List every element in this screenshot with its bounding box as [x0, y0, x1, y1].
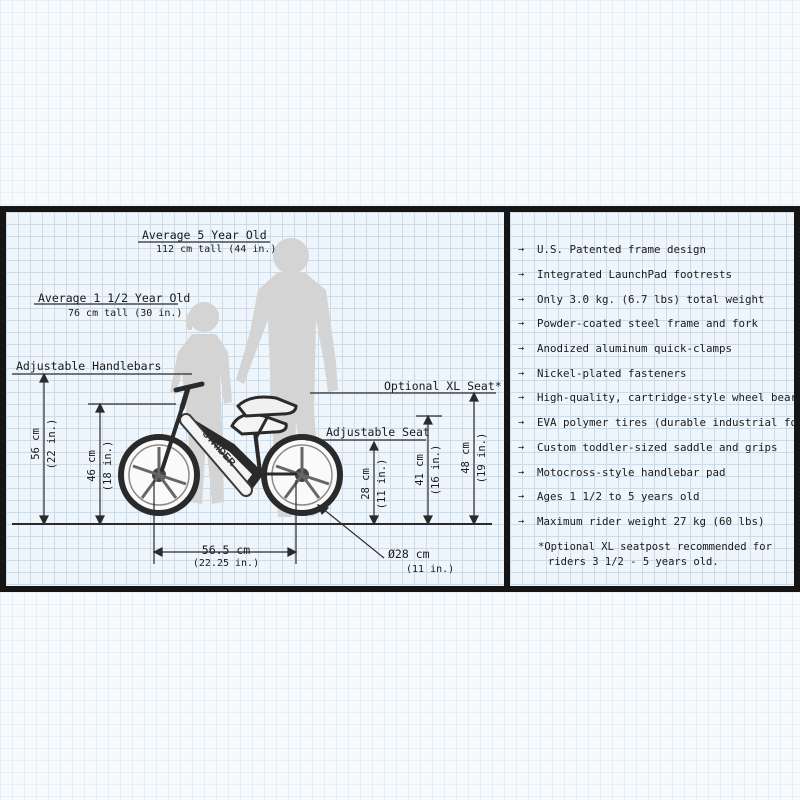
wheelbase-in: (22.25 in.)	[192, 558, 260, 569]
features-panel: →U.S. Patented frame design →Integrated …	[510, 212, 800, 586]
arrow-right-icon: →	[518, 269, 525, 281]
feature-list: →U.S. Patented frame design →Integrated …	[518, 238, 800, 534]
feature-item: →Motocross-style handlebar pad	[518, 465, 726, 479]
arrow-right-icon: →	[518, 318, 525, 330]
dim-46-in: (18 in.)	[102, 440, 114, 492]
adjustable-seat-label: Adjustable Seat	[326, 425, 430, 439]
avg5-title: Average 5 Year Old	[142, 228, 267, 242]
dim-28-in: (11 in.)	[376, 458, 388, 510]
balance-bike: STRIDER	[118, 381, 343, 516]
dim-56-cm: 56 cm	[30, 428, 42, 460]
dim-41-in: (16 in.)	[430, 444, 442, 496]
feature-item: →Powder-coated steel frame and fork	[518, 317, 759, 331]
dimension-lines	[12, 241, 496, 564]
arrow-right-icon: →	[518, 343, 525, 355]
footnote-line-1: *Optional XL seatpost recommended for	[538, 541, 772, 553]
dim-48-cm: 48 cm	[460, 442, 472, 474]
dimension-diagram-panel: STRIDER	[6, 212, 504, 586]
handlebars-label: Adjustable Handlebars	[16, 359, 162, 373]
arrow-right-icon: →	[518, 244, 525, 256]
dim-46-cm: 46 cm	[86, 450, 98, 482]
arrow-right-icon: →	[518, 441, 525, 453]
dim-48-in: (19 in.)	[476, 432, 488, 484]
arrow-right-icon: →	[518, 515, 525, 527]
feature-item: →EVA polymer tires (durable industrial f…	[518, 416, 800, 430]
feature-item: →Only 3.0 kg. (6.7 lbs) total weight	[518, 292, 765, 306]
toddler-head	[189, 302, 219, 332]
arrow-right-icon: →	[518, 466, 525, 478]
bike-diagram: STRIDER	[12, 238, 496, 564]
arrow-right-icon: →	[518, 392, 525, 404]
feature-item: →Custom toddler-sized saddle and grips	[518, 440, 778, 454]
rear-wheel	[118, 434, 200, 516]
panel-divider	[504, 212, 510, 586]
grid-background-bottom	[0, 592, 800, 800]
avg5-height: 112 cm tall (44 in.)	[156, 244, 277, 255]
arrow-right-icon: →	[518, 417, 525, 429]
avg15-height: 76 cm tall (30 in.)	[68, 308, 183, 319]
arrow-right-icon: →	[518, 491, 525, 503]
wheel-diameter-in: (11 in.)	[406, 564, 455, 575]
feature-item: →Anodized aluminum quick-clamps	[518, 342, 733, 356]
footnote-line-2: riders 3 1/2 - 5 years old.	[548, 556, 719, 568]
feature-item: →Nickel-plated fasteners	[518, 366, 687, 380]
xl-seat-label: Optional XL Seat*	[384, 379, 502, 393]
bike-frame	[160, 381, 298, 497]
dim-56-in: (22 in.)	[46, 418, 58, 470]
feature-item: →U.S. Patented frame design	[518, 243, 707, 257]
seat	[230, 412, 288, 436]
grid-background-top	[0, 0, 800, 206]
xl-seat	[235, 395, 298, 418]
feature-item: →Ages 1 1/2 to 5 years old	[518, 490, 700, 504]
wheelbase-cm: 56.5 cm	[201, 543, 251, 557]
feature-item: →High-quality, cartridge-style wheel bea…	[518, 391, 800, 405]
feature-item: →Integrated LaunchPad footrests	[518, 268, 733, 282]
dim-41-cm: 41 cm	[414, 454, 426, 486]
feature-item: →Maximum rider weight 27 kg (60 lbs)	[518, 514, 765, 528]
arrow-right-icon: →	[518, 367, 525, 379]
footnote: *Optional XL seatpost recommended for ri…	[538, 540, 772, 570]
wheel-diameter-cm: Ø28 cm	[388, 547, 430, 561]
spec-sheet-frame: STRIDER	[0, 206, 800, 592]
dim-28-cm: 28 cm	[360, 468, 372, 500]
arrow-right-icon: →	[518, 293, 525, 305]
avg15-title: Average 1 1/2 Year Old	[38, 291, 191, 305]
five-year-old-head	[273, 238, 309, 274]
